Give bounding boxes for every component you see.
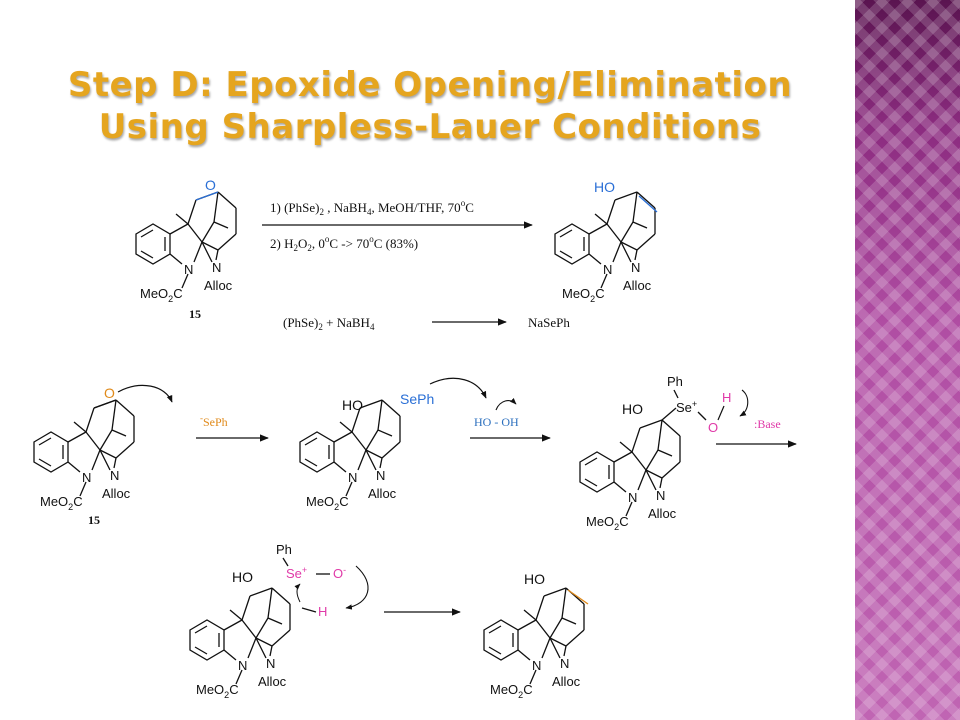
oxidant-label: HO - OH <box>474 415 519 429</box>
nucleophile-label: -SePh <box>200 413 228 429</box>
n-label: N <box>82 470 91 485</box>
n-label: N <box>348 470 357 485</box>
ester-label: MeO2C <box>490 682 533 700</box>
n-alloc-label: N <box>656 488 665 503</box>
alloc-label: Alloc <box>552 674 581 689</box>
decorative-side-panel <box>855 0 960 720</box>
oxide-label: O- <box>333 565 346 581</box>
seph-label: SePh <box>400 391 434 407</box>
title-line-1: Step D: Epoxide Opening/Elimination <box>67 65 793 105</box>
syn-elimination-intermediate: Ph Se+ O- H HO N N Alloc MeO2C <box>189 542 369 700</box>
reaction-1-condition-2: 2) H2O2, 0oC -> 70oC (83%) <box>270 234 418 253</box>
se-label: Se+ <box>676 399 697 415</box>
base-arrow: :Base <box>716 417 797 448</box>
selenoxide-o-label: O <box>708 420 718 435</box>
n-label: N <box>184 262 193 277</box>
ester-label: MeO2C <box>586 514 629 532</box>
se-label: Se+ <box>286 565 307 581</box>
h-label: H <box>722 390 731 405</box>
slide-title: Step D: Epoxide Opening/Elimination Usin… <box>40 64 820 148</box>
base-label: :Base <box>754 417 781 431</box>
n-alloc-label: N <box>110 468 119 483</box>
reaction-1-arrow: 1) (PhSe)2 , NaBH4, MeOH/THF, 70oC 2) H2… <box>262 198 533 253</box>
reagent-equation: (PhSe)2 + NaBH4 NaSePh <box>283 315 570 332</box>
h-label: H <box>318 604 327 619</box>
alloc-label: Alloc <box>258 674 287 689</box>
n-label: N <box>532 658 541 673</box>
alloc-label: Alloc <box>623 278 652 293</box>
epoxide-o-label: O <box>104 385 115 401</box>
n-alloc-label: N <box>631 260 640 275</box>
n-label: N <box>628 490 637 505</box>
ph-label: Ph <box>667 374 683 389</box>
n-alloc-label: N <box>560 656 569 671</box>
title-line-2: Using Sharpless-Lauer Conditions <box>98 107 762 147</box>
ester-label: MeO2C <box>196 682 239 700</box>
ester-label: MeO2C <box>40 494 83 512</box>
ho-label: HO <box>622 401 643 417</box>
reaction-1-condition-1: 1) (PhSe)2 , NaBH4, MeOH/THF, 70oC <box>270 198 474 217</box>
ho-label: HO <box>524 571 545 587</box>
ester-label: MeO2C <box>562 286 605 304</box>
compound-number-15: 15 <box>189 307 201 321</box>
ester-label: MeO2C <box>140 286 183 304</box>
beta-hydroxy-selenide: HO SePh N N Alloc MeO2C <box>299 377 487 512</box>
allylic-alcohol-product: HO N N Alloc MeO2C <box>554 179 658 304</box>
alloc-label: Alloc <box>368 486 397 501</box>
ph-label: Ph <box>276 542 292 557</box>
reagent-right: NaSePh <box>528 315 570 330</box>
selenide-attack-arrow: -SePh <box>196 413 269 442</box>
ho-label: HO <box>594 179 615 195</box>
ho-label: HO <box>232 569 253 585</box>
alloc-label: Alloc <box>102 486 131 501</box>
compound-number-15: 15 <box>88 513 100 527</box>
mechanism-epoxide-15: O N N Alloc MeO2C 15 <box>33 384 173 527</box>
n-alloc-label: N <box>212 260 221 275</box>
ester-label: MeO2C <box>306 494 349 512</box>
selenoxide-intermediate: Ph Se+ O H HO N N Alloc MeO2C <box>579 374 749 532</box>
final-allylic-alcohol: HO N N Alloc MeO2C <box>483 571 589 700</box>
reaction-scheme: O N N Alloc MeO2C 15 1) (PhSe)2 , NaBH4,… <box>33 177 797 700</box>
reagent-left: (PhSe)2 + NaBH4 <box>283 315 375 332</box>
alloc-label: Alloc <box>648 506 677 521</box>
alloc-label: Alloc <box>204 278 233 293</box>
n-alloc-label: N <box>266 656 275 671</box>
n-alloc-label: N <box>376 468 385 483</box>
oxidation-arrow: HO - OH <box>470 397 551 442</box>
ho-label: HO <box>342 397 363 413</box>
epoxide-o-label: O <box>205 177 216 193</box>
n-label: N <box>238 658 247 673</box>
starting-material-15: O N N Alloc MeO2C 15 <box>135 177 237 321</box>
n-label: N <box>603 262 612 277</box>
